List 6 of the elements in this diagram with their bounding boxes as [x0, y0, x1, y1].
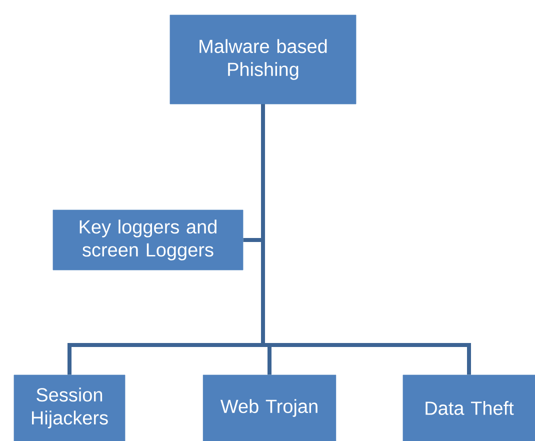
process-box: Data Theft: [402, 374, 535, 441]
connector-line: [261, 104, 471, 375]
process-box: Session Hijackers: [14, 374, 126, 441]
process-box: Key loggers and screen Loggers: [52, 210, 244, 270]
process-box: Web Trojan: [202, 374, 336, 441]
process-box: Malware based Phishing: [170, 14, 356, 104]
